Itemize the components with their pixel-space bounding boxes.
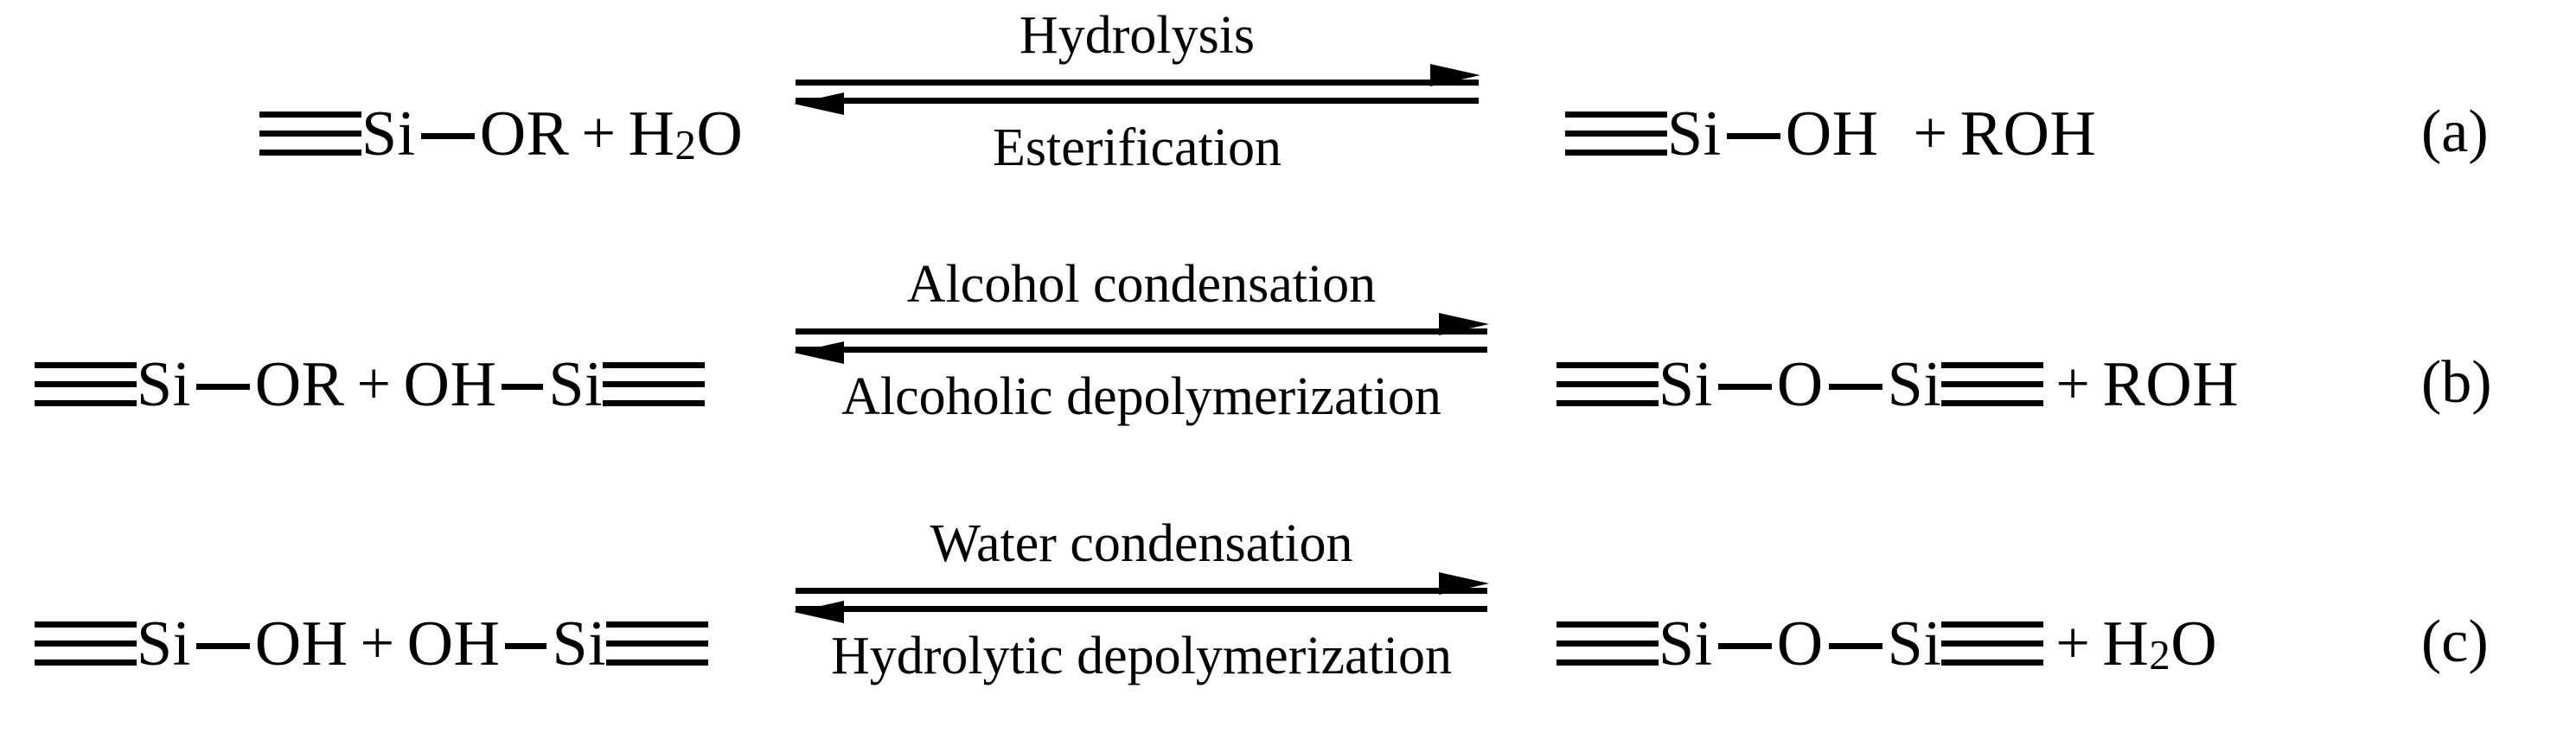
triple-bond-icon bbox=[1941, 362, 2044, 407]
single-bond-icon bbox=[1828, 383, 1882, 390]
single-bond-icon bbox=[1828, 642, 1882, 649]
equilibrium-arrow-b: Alcohol condensation Alcoholic depolymer… bbox=[794, 255, 1489, 426]
double-arrow-icon bbox=[794, 572, 1489, 623]
alcohol-product: ROH bbox=[1959, 99, 2097, 169]
arrowhead-left-icon bbox=[794, 601, 844, 623]
hydroxyl-group-right: OH bbox=[406, 609, 501, 679]
forward-reaction-label: Water condensation bbox=[930, 514, 1353, 573]
single-bond-icon bbox=[1717, 642, 1772, 649]
arrow-bar-upper bbox=[796, 328, 1487, 335]
products-a: Si OH + ROH bbox=[1565, 102, 2096, 166]
arrowhead-right-icon bbox=[1430, 64, 1480, 86]
plus-sign: + bbox=[1913, 100, 1948, 167]
alkoxy-group: OR bbox=[254, 349, 345, 420]
single-bond-icon bbox=[505, 642, 547, 649]
forward-reaction-label: Alcohol condensation bbox=[906, 255, 1377, 314]
si-label-left: Si bbox=[1659, 609, 1713, 679]
triple-bond-icon bbox=[606, 621, 709, 666]
triple-bond-icon bbox=[35, 362, 137, 407]
plus-sign: + bbox=[2055, 351, 2091, 417]
triple-bond-icon bbox=[1556, 362, 1659, 407]
triple-bond-icon bbox=[1941, 621, 2044, 666]
hydroxyl-group: OH bbox=[403, 349, 497, 420]
si-label-right: Si bbox=[1887, 609, 1942, 679]
triple-bond-icon bbox=[603, 362, 706, 407]
equation-tag-b: (b) bbox=[2421, 349, 2492, 416]
bridging-oxygen: O bbox=[1776, 349, 1824, 420]
reactants-b: Si OR + OH Si bbox=[35, 349, 706, 420]
double-arrow-icon bbox=[794, 313, 1489, 364]
arrow-bar-upper bbox=[796, 588, 1487, 594]
reactants-c: Si OH + OH Si bbox=[35, 609, 709, 679]
water-h: H bbox=[2102, 609, 2150, 679]
single-bond-icon bbox=[195, 642, 250, 649]
reaction-row-b: Si OR + OH Si Alcohol condensation Alcoh… bbox=[0, 251, 2576, 510]
si-label-left: Si bbox=[1659, 349, 1713, 420]
equation-tag-a: (a) bbox=[2421, 99, 2489, 165]
si-label-left: Si bbox=[137, 349, 191, 420]
water-subscript: 2 bbox=[674, 121, 697, 169]
triple-bond-icon bbox=[259, 112, 361, 156]
hydroxyl-group-left: OH bbox=[254, 609, 348, 679]
triple-bond-icon bbox=[1565, 112, 1667, 156]
water-h: H bbox=[628, 99, 675, 169]
hydroxyl-group: OH bbox=[1785, 99, 1879, 169]
reverse-reaction-label: Alcoholic depolymerization bbox=[841, 367, 1441, 426]
plus-sign: + bbox=[581, 100, 617, 167]
plus-sign: + bbox=[360, 610, 395, 677]
arrow-bar-upper bbox=[796, 80, 1479, 86]
arrowhead-right-icon bbox=[1439, 572, 1489, 595]
single-bond-icon bbox=[420, 132, 475, 139]
si-label-right: Si bbox=[1887, 349, 1942, 420]
si-label: Si bbox=[361, 99, 416, 169]
bridging-oxygen: O bbox=[1776, 609, 1824, 679]
water-o: O bbox=[2170, 609, 2218, 679]
arrowhead-right-icon bbox=[1439, 313, 1489, 335]
reverse-reaction-label: Esterification bbox=[993, 118, 1282, 177]
equilibrium-arrow-c: Water condensation Hydrolytic depolymeri… bbox=[794, 514, 1489, 685]
equation-tag-c: (c) bbox=[2421, 609, 2489, 675]
forward-reaction-label: Hydrolysis bbox=[1019, 6, 1256, 65]
triple-bond-icon bbox=[35, 621, 137, 666]
si-label: Si bbox=[1667, 99, 1722, 169]
si-label-right: Si bbox=[552, 609, 607, 679]
water-o: O bbox=[696, 99, 744, 169]
single-bond-icon bbox=[502, 383, 544, 390]
single-bond-icon bbox=[1726, 132, 1780, 139]
arrowhead-left-icon bbox=[794, 341, 844, 364]
arrowhead-left-icon bbox=[794, 92, 844, 115]
si-label-right: Si bbox=[548, 349, 604, 420]
reaction-row-c: Si OH + OH Si Water condensation Hydroly… bbox=[0, 510, 2576, 752]
single-bond-icon bbox=[195, 383, 250, 390]
si-label-left: Si bbox=[137, 609, 191, 679]
arrow-bar-lower bbox=[796, 347, 1487, 353]
plus-sign: + bbox=[356, 351, 392, 417]
alkoxy-group: OR bbox=[479, 99, 570, 169]
water-subscript: 2 bbox=[2149, 631, 2171, 679]
products-b: Si O Si + ROH bbox=[1556, 353, 2239, 417]
triple-bond-icon bbox=[1556, 621, 1659, 666]
double-arrow-icon bbox=[794, 64, 1480, 115]
arrow-bar-lower bbox=[796, 606, 1487, 612]
single-bond-icon bbox=[1717, 383, 1772, 390]
alcohol-product: ROH bbox=[2102, 349, 2240, 420]
arrow-bar-lower bbox=[796, 98, 1479, 104]
reverse-reaction-label: Hydrolytic depolymerization bbox=[831, 627, 1452, 685]
equilibrium-arrow-a: Hydrolysis Esterification bbox=[794, 6, 1480, 177]
plus-sign: + bbox=[2055, 610, 2091, 677]
